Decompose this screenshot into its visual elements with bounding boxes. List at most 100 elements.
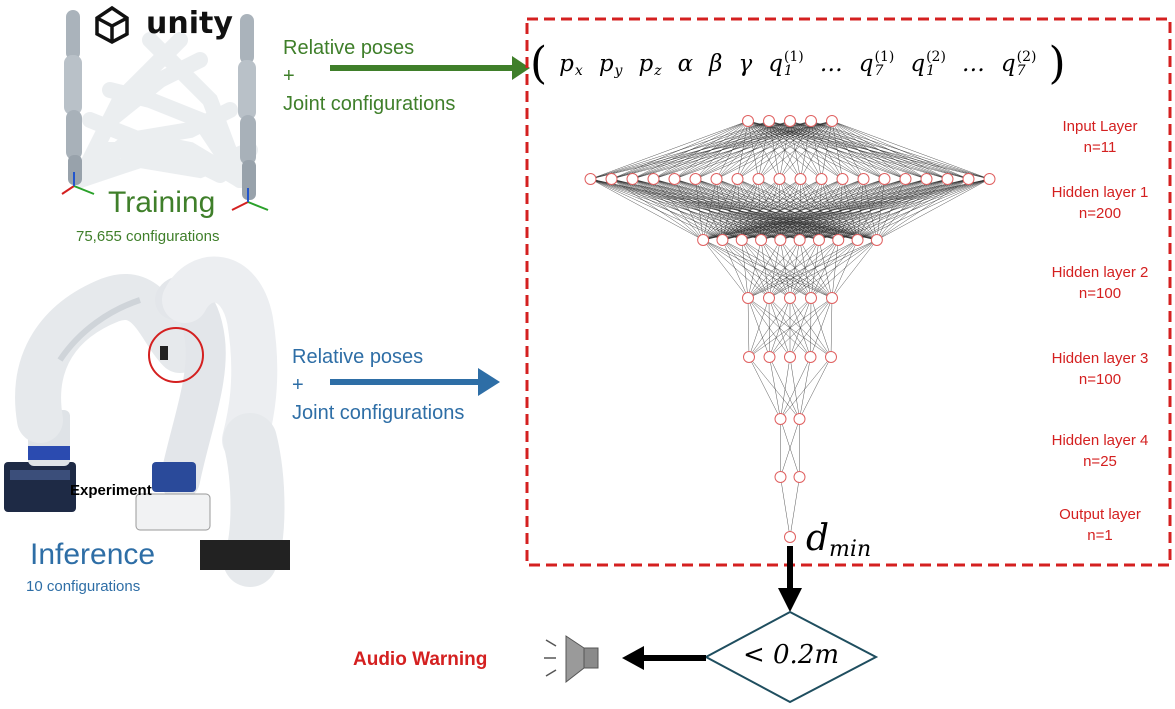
layer-label-input: Input Layer n=11 <box>1030 116 1170 158</box>
network-neuron <box>784 351 796 363</box>
network-edge <box>818 178 927 241</box>
output-arrowhead <box>778 588 802 612</box>
network-neurons <box>584 115 996 543</box>
vector-item: p x <box>559 50 583 78</box>
network-edges <box>590 120 990 538</box>
network-neuron <box>899 173 912 185</box>
vector-close-paren: ) <box>1048 38 1066 89</box>
network-edge <box>748 297 833 358</box>
network-edge <box>747 239 877 299</box>
network-edge <box>831 120 927 180</box>
inference-label-line1: Relative poses <box>292 346 424 368</box>
network-edge <box>831 120 906 180</box>
network-neuron <box>832 234 845 246</box>
network-edge <box>769 297 833 358</box>
network-edge <box>748 297 812 358</box>
network-edge <box>611 178 723 241</box>
vector-item-superscript <box>654 50 661 64</box>
network-edge <box>818 178 864 241</box>
training-title: Training <box>108 186 216 219</box>
network-edge <box>780 239 833 299</box>
network-edge <box>741 239 770 299</box>
vector-item-symbol: … <box>961 51 985 77</box>
network-edge <box>838 178 990 241</box>
output-symbol-subscript: min <box>829 537 872 562</box>
layer-label-hidden-2: Hidden layer 2 n=100 <box>1030 262 1170 304</box>
network-edge <box>703 178 927 241</box>
network-edge <box>716 178 877 241</box>
network-edge <box>716 178 800 241</box>
vector-item: … <box>962 51 985 77</box>
network-edge <box>818 178 969 241</box>
inference-robot-illustration <box>4 256 290 587</box>
network-edge <box>590 178 800 241</box>
network-edge <box>674 178 704 241</box>
network-edge <box>768 239 877 299</box>
network-neuron <box>784 531 796 543</box>
network-neuron <box>774 234 787 246</box>
network-edge <box>722 178 822 241</box>
network-edge <box>799 239 812 299</box>
network-edge <box>857 178 990 241</box>
experiment-overlay-text: Experiment <box>70 482 152 499</box>
network-edge <box>876 178 990 241</box>
vector-item-indices: (2)7 <box>1017 50 1037 78</box>
network-edge <box>780 178 822 241</box>
network-edge <box>831 239 878 299</box>
network-edge <box>703 239 833 299</box>
network-edge <box>818 178 885 241</box>
network-edge <box>632 178 723 241</box>
network-neuron <box>793 413 806 425</box>
network-edge <box>810 239 858 299</box>
network-edge <box>800 120 833 180</box>
layer-size: n=1 <box>1087 527 1113 544</box>
network-edge <box>758 178 858 241</box>
network-neuron <box>794 173 807 185</box>
network-edge <box>831 120 885 180</box>
network-edge <box>590 178 742 241</box>
network-edge <box>779 120 833 180</box>
network-edge <box>780 356 811 420</box>
threshold-text: < 0.2m <box>742 640 840 670</box>
network-edge <box>838 178 969 241</box>
network-edge <box>876 178 969 241</box>
network-edge <box>611 178 820 241</box>
network-neuron <box>735 234 748 246</box>
layer-size: n=100 <box>1078 371 1122 388</box>
network-edge <box>722 178 780 241</box>
network-edge <box>810 239 820 299</box>
network-edge <box>799 178 948 241</box>
network-edge <box>799 178 843 241</box>
network-edge <box>838 178 864 241</box>
network-edge <box>703 239 812 299</box>
network-edge <box>747 239 820 299</box>
network-edge <box>741 178 864 241</box>
vector-item-symbol: γ <box>738 51 753 77</box>
network-edge <box>590 178 820 241</box>
network-edge <box>611 178 704 241</box>
network-edge <box>747 239 800 299</box>
network-edge <box>780 178 864 241</box>
network-edge <box>857 178 969 241</box>
network-edge <box>780 178 843 241</box>
network-edge <box>780 418 800 478</box>
vector-item-symbol: α <box>677 51 694 77</box>
network-neuron <box>716 234 729 246</box>
network-edge <box>779 178 877 241</box>
network-edge <box>842 178 858 241</box>
vector-item: β <box>709 51 722 77</box>
network-neuron <box>857 173 870 185</box>
network-neuron <box>626 173 639 185</box>
network-edge <box>702 239 749 299</box>
network-edge <box>747 239 839 299</box>
network-edge <box>703 178 843 241</box>
network-edge <box>780 178 906 241</box>
network-neuron <box>826 292 838 304</box>
network-edge <box>818 178 906 241</box>
vector-item-symbol: q <box>768 51 783 77</box>
network-edge <box>760 239 833 299</box>
network-edge <box>703 178 906 241</box>
network-edge <box>632 178 820 241</box>
network-edge <box>876 178 906 241</box>
